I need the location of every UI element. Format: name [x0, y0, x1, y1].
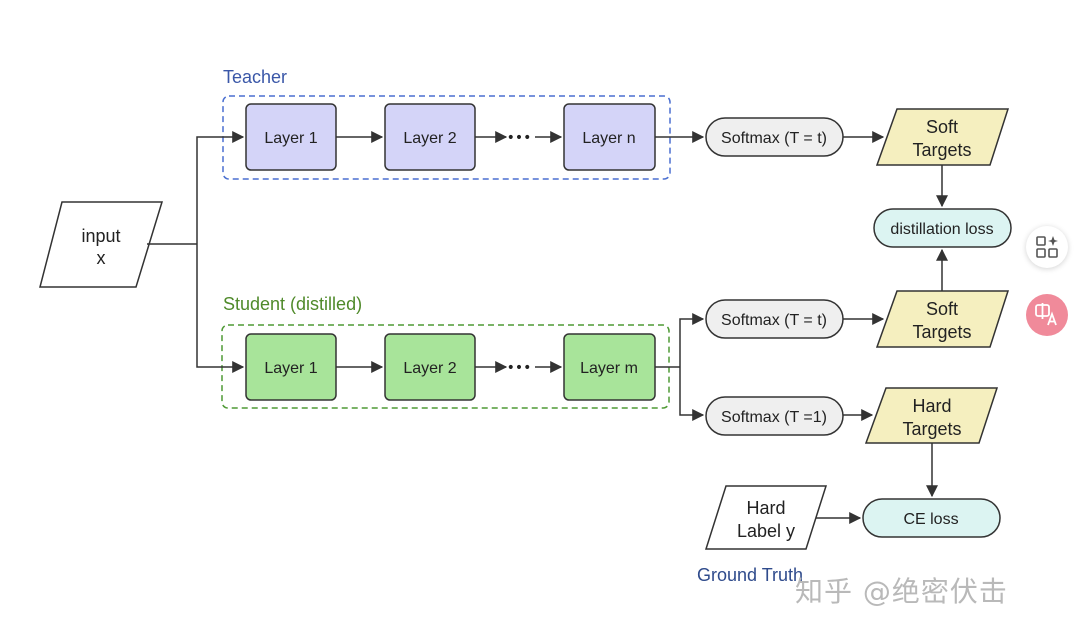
student-layer-2-label: Layer 2 — [403, 360, 456, 377]
hard-label-line2: Label y — [737, 521, 795, 541]
teacher-layer-1-label: Layer 1 — [264, 130, 317, 147]
hard-label-line1: Hard — [746, 498, 785, 518]
input-label-line1: input — [81, 226, 120, 246]
input-node — [39, 201, 164, 288]
ce-loss-label: CE loss — [903, 511, 958, 528]
student-to-soft-softmax-arrow — [679, 313, 705, 367]
student-ellipsis: ••• — [507, 360, 532, 376]
input-label-line2: x — [97, 248, 106, 268]
branch-to-teacher-arrow — [196, 131, 245, 244]
student-hard-softmax-node — [705, 396, 844, 436]
teacher-layer-n-label: Layer n — [582, 130, 635, 147]
hard-label-node — [704, 485, 828, 550]
translate-icon — [1035, 303, 1057, 326]
student-layer-1-label: Layer 1 — [264, 360, 317, 377]
student-hard-softmax-label: Softmax (T =1) — [721, 409, 827, 426]
hard-targets-line1: Hard — [912, 396, 951, 416]
teacher-soft-targets-line1: Soft — [926, 117, 958, 137]
ground-truth-label: Ground Truth — [697, 565, 804, 585]
teacher-group-label: Teacher — [223, 67, 288, 87]
translate-button[interactable] — [1026, 294, 1068, 336]
branch-to-student-arrow — [196, 244, 245, 373]
student-soft-targets-line2: Targets — [912, 322, 971, 342]
student-group-label: Student (distilled) — [223, 294, 363, 314]
teacher-softmax-label: Softmax (T = t) — [721, 130, 827, 147]
student-soft-softmax-label: Softmax (T = t) — [721, 312, 827, 329]
distillation-loss-label: distillation loss — [890, 221, 993, 238]
ce-loss-node — [862, 498, 1001, 538]
grid-sparkle-icon — [1036, 236, 1058, 258]
hard-targets-line2: Targets — [902, 419, 961, 439]
teacher-ellipsis: ••• — [507, 130, 532, 146]
student-soft-targets-line1: Soft — [926, 299, 958, 319]
teacher-soft-targets-line2: Targets — [912, 140, 971, 160]
grid-sparkle-button[interactable] — [1026, 226, 1068, 268]
student-soft-targets-node — [875, 290, 1010, 348]
teacher-layer-2-label: Layer 2 — [403, 130, 456, 147]
hard-targets-node — [864, 387, 999, 444]
watermark: 知乎 @绝密伏击 — [795, 575, 1008, 608]
student-to-hard-softmax-arrow — [679, 367, 705, 421]
teacher-soft-targets-node — [875, 108, 1010, 166]
distillation-loss-node — [873, 208, 1012, 248]
student-layer-m-label: Layer m — [580, 360, 638, 377]
